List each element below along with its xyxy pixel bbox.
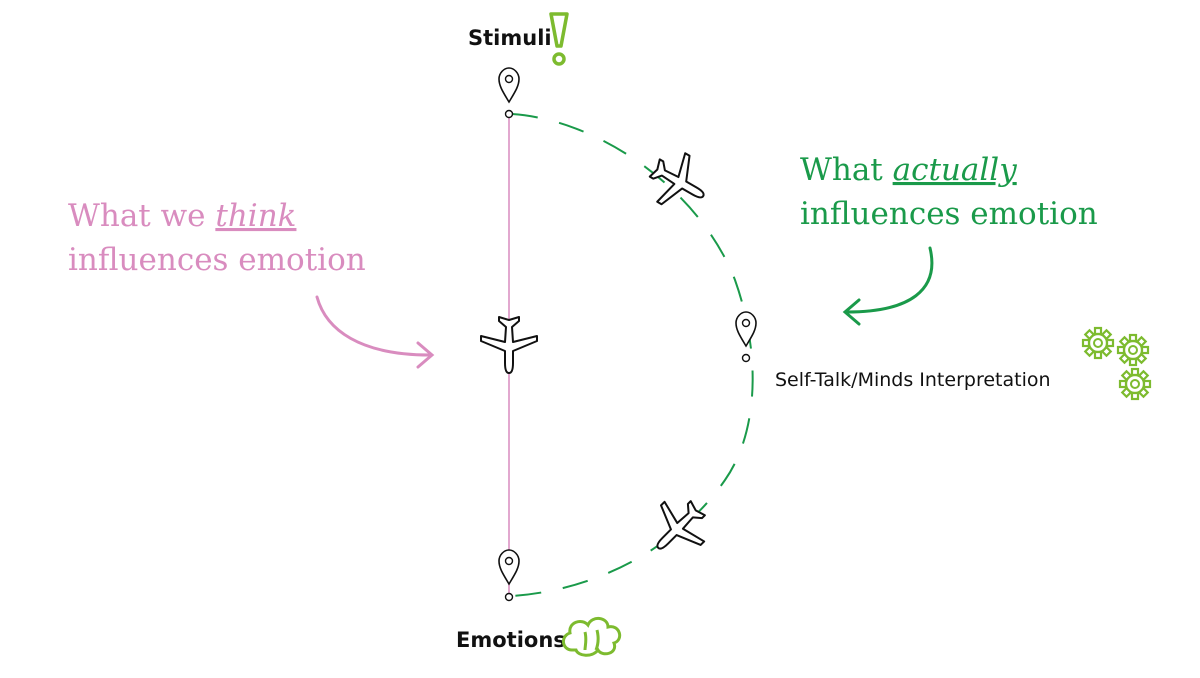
emotions-label: Emotions	[456, 628, 566, 652]
gear-icon	[1081, 326, 1115, 360]
exclamation-icon	[549, 12, 569, 66]
self-talk-pin-icon	[735, 311, 757, 347]
plane-icon	[637, 487, 719, 569]
actually-caption-line1: What actually	[800, 152, 1017, 188]
stimuli-label: Stimuli	[468, 26, 552, 50]
indirect-path-arc	[511, 113, 754, 597]
self-talk-label: Self-Talk/Minds Interpretation	[775, 369, 1051, 391]
emotions-pin-icon	[498, 549, 520, 585]
gear-icon	[1118, 367, 1152, 401]
cloud-icon	[562, 617, 622, 657]
stimuli-node	[504, 109, 514, 119]
think-caption-line1: What we think	[68, 198, 296, 234]
think-prefix: What we	[68, 198, 215, 234]
self-talk-node	[741, 353, 751, 363]
stimuli-pin-icon	[498, 67, 520, 103]
actually-caption-line2: influences emotion	[800, 196, 1098, 232]
think-caption-line2: influences emotion	[68, 242, 366, 278]
actually-prefix: What	[800, 152, 893, 188]
think-arrow-icon	[315, 295, 435, 369]
gear-icon	[1116, 333, 1150, 367]
think-emphasis: think	[215, 198, 296, 234]
emotions-node	[504, 592, 514, 602]
plane-icon	[639, 142, 719, 222]
actually-arrow-icon	[842, 246, 934, 326]
actually-emphasis: actually	[893, 152, 1018, 188]
plane-icon	[480, 316, 538, 374]
